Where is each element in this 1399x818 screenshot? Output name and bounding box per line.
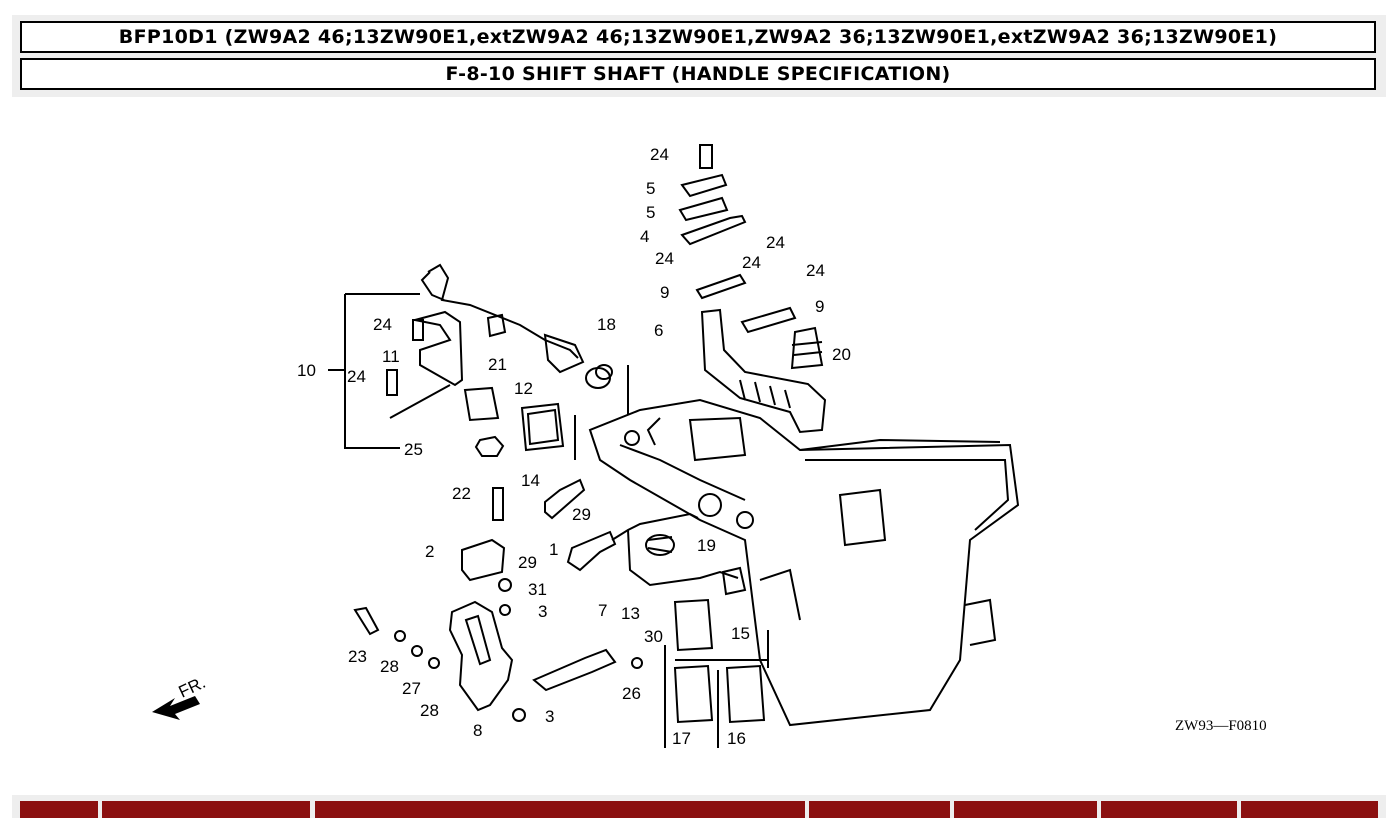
callout-3b: 3 — [545, 707, 554, 726]
callout-9a: 9 — [660, 283, 669, 302]
parts-diagram: FR. 24 5 5 4 24 24 24 24 9 9 6 20 18 24 … — [0, 100, 1399, 790]
callout-7: 7 — [598, 601, 607, 620]
front-marker-label: FR. — [176, 673, 209, 702]
callout-16: 16 — [727, 729, 746, 748]
callout-11: 11 — [382, 347, 400, 366]
callout-24-g: 24 — [347, 367, 366, 386]
footer-cell — [1241, 801, 1378, 818]
callout-24-f: 24 — [373, 315, 392, 334]
callout-29a: 29 — [572, 505, 591, 524]
callout-24-d: 24 — [742, 253, 761, 272]
callout-24-top: 24 — [650, 145, 669, 164]
callout-5a: 5 — [646, 179, 655, 198]
front-arrow-icon — [152, 696, 200, 720]
callout-26: 26 — [622, 684, 641, 703]
footer-table-header — [12, 795, 1386, 818]
callout-15: 15 — [731, 624, 750, 643]
footer-cell — [1101, 801, 1237, 818]
footer-cell — [954, 801, 1097, 818]
footer-cell — [315, 801, 805, 818]
callout-13: 13 — [621, 604, 640, 623]
callout-9b: 9 — [815, 297, 824, 316]
callout-14: 14 — [521, 471, 540, 490]
footer-cell — [20, 801, 98, 818]
callout-24-c: 24 — [655, 249, 674, 268]
callout-28a: 28 — [380, 657, 399, 676]
callout-24-b: 24 — [766, 233, 785, 252]
callout-3a: 3 — [538, 602, 547, 621]
callout-8: 8 — [473, 721, 482, 740]
callout-25: 25 — [404, 440, 423, 459]
callout-12: 12 — [514, 379, 533, 398]
callout-29b: 29 — [518, 553, 537, 572]
section-title: F-8-10 SHIFT SHAFT (HANDLE SPECIFICATION… — [20, 58, 1376, 90]
footer-cell — [102, 801, 310, 818]
callout-28b: 28 — [420, 701, 439, 720]
footer-cell — [809, 801, 950, 818]
callout-27: 27 — [402, 679, 421, 698]
callout-22: 22 — [452, 484, 471, 503]
callout-4: 4 — [640, 227, 649, 246]
callout-1: 1 — [549, 540, 558, 559]
callout-20: 20 — [832, 345, 851, 364]
callout-10: 10 — [297, 361, 316, 380]
callout-24-e: 24 — [806, 261, 825, 280]
callout-6: 6 — [654, 321, 663, 340]
callout-5b: 5 — [646, 203, 655, 222]
callout-21: 21 — [488, 355, 507, 374]
model-title: BFP10D1 (ZW9A2 46;13ZW90E1,extZW9A2 46;1… — [20, 21, 1376, 53]
header-panel: BFP10D1 (ZW9A2 46;13ZW90E1,extZW9A2 46;1… — [12, 15, 1386, 97]
diagram-code: ZW93—F0810 — [1175, 718, 1267, 734]
callout-19: 19 — [697, 536, 716, 555]
callout-17: 17 — [672, 729, 691, 748]
callout-18: 18 — [597, 315, 616, 334]
callout-30: 30 — [644, 627, 663, 646]
callout-31: 31 — [528, 580, 547, 599]
callout-23: 23 — [348, 647, 367, 666]
callout-2: 2 — [425, 542, 434, 561]
